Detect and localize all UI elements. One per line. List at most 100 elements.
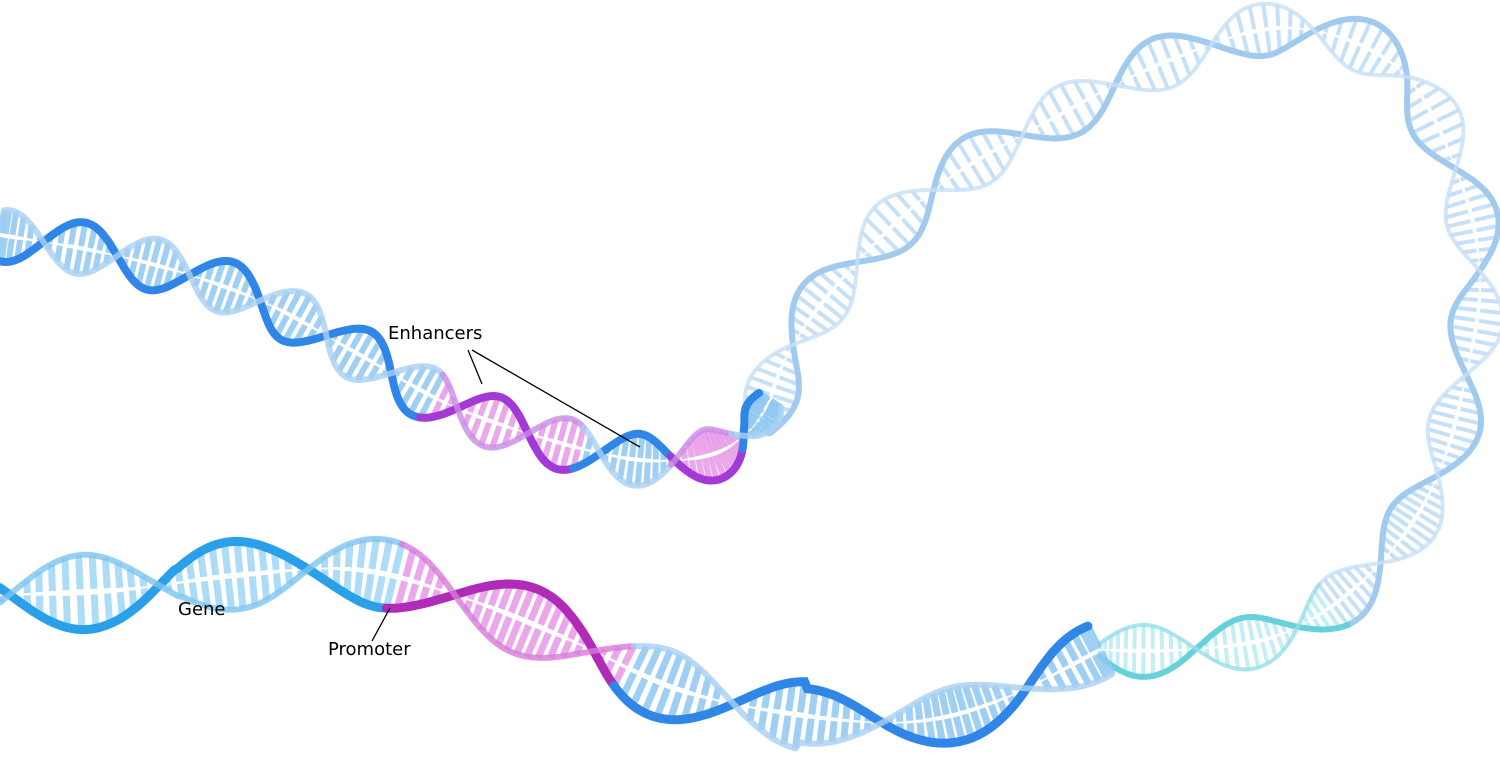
dna-upper-strand-rung <box>478 421 492 447</box>
dna-loop-rung <box>1451 334 1472 343</box>
dna-lower-strand-rung <box>90 594 100 629</box>
dna-loop-rung <box>756 366 777 378</box>
dna-loop-rung <box>1233 646 1241 670</box>
dna-loop-rung <box>808 276 829 295</box>
dna-loop-rung <box>1246 616 1255 641</box>
dna-loop-rung <box>816 309 838 327</box>
dna-lower-strand-rung <box>356 539 367 568</box>
dna-lower-strand-rung <box>922 696 933 719</box>
dna-lower-strand-rung <box>768 713 780 739</box>
dna-lower-strand-rung <box>391 543 406 575</box>
dna-loop-rung <box>1430 96 1452 111</box>
dna-lower-strand-rung <box>546 635 563 659</box>
dna-upper-strand-strand-a-seg-2 <box>569 429 675 473</box>
dna-loop-rung <box>1368 56 1383 76</box>
dna-loop-rung <box>1442 121 1464 135</box>
dna-loop-rung <box>1322 578 1341 600</box>
dna-lower-strand-rung <box>75 555 84 590</box>
dna-loop-rung <box>959 171 975 190</box>
dna-loop-rung <box>1405 532 1426 550</box>
dna-loop-rung <box>1394 545 1409 558</box>
dna-loop-rung <box>1261 3 1269 28</box>
dna-loop-rung <box>981 158 997 181</box>
dna-loop-rung <box>1359 20 1373 44</box>
dna-lower-strand-rung <box>382 577 397 610</box>
dna-lower-strand-rung <box>379 539 394 572</box>
dna-loop-rung <box>1476 329 1500 338</box>
dna-upper-strand-rung <box>82 251 93 275</box>
dna-loop-rung <box>1418 512 1441 529</box>
dna-upper-strand-strand-a-seg-0 <box>0 218 425 422</box>
dna-loop-rung <box>1443 393 1460 401</box>
dna-loop-rung <box>1395 498 1418 515</box>
dna-lower-strand-rung <box>523 627 542 658</box>
dna-loop-rung <box>1275 4 1281 27</box>
dna-upper-strand-strand-b-seg-0 <box>1 207 446 384</box>
dna-lower-strand-rung <box>527 590 547 622</box>
dna-upper-strand-rung <box>213 287 228 313</box>
dna-loop-rung <box>1436 401 1458 410</box>
dna-lower-strand-rung <box>345 543 354 568</box>
dna-loop-rung <box>1384 517 1405 535</box>
dna-loop-rung <box>1276 635 1286 651</box>
dna-lower-strand-rung <box>1091 653 1110 679</box>
dna-loop-rung <box>1288 10 1293 27</box>
dna-loop-rung <box>1346 595 1365 617</box>
dna-loop-rung <box>1060 114 1076 137</box>
dna-loop-rung <box>1407 108 1429 123</box>
dna-loop-rung <box>1426 498 1444 511</box>
dna-lower-strand-rung <box>677 659 694 689</box>
dna-loop-rung <box>1347 18 1359 40</box>
dna-lower-strand-rung <box>208 545 220 576</box>
dna-loop-rung <box>1391 504 1414 521</box>
dna-upper-strand-rung <box>634 461 643 486</box>
dna-loop-rung <box>1400 539 1418 554</box>
dna-lower-strand-rung <box>785 681 797 712</box>
dna-upper-strand-rung <box>411 364 428 386</box>
dna-lower-strand-rung <box>953 685 967 712</box>
dna-upper-strand-rung <box>150 238 163 264</box>
dna-loop-rung <box>1326 609 1342 629</box>
gene-label: Gene <box>178 599 226 620</box>
dna-upper-strand-rung <box>700 429 713 454</box>
dna-upper-strand-strand-b-seg-2 <box>580 424 675 489</box>
dna-loop-rung <box>829 294 850 312</box>
dna-loop-rung <box>1414 519 1437 537</box>
dna-loop-rung <box>1450 324 1474 333</box>
dna-loop-rung <box>1436 108 1460 123</box>
dna-lower-strand-rung <box>970 683 985 707</box>
dna-lower-strand-rung <box>372 575 386 608</box>
dna-loop-rung <box>1084 101 1098 122</box>
dna-loop-rung <box>1455 425 1480 436</box>
dna-loop-rung <box>1410 526 1432 544</box>
dna-upper-strand-rung <box>557 417 570 442</box>
dna-loop-rung <box>1451 314 1476 323</box>
dna-lower-strand-rung <box>629 677 649 708</box>
dna-upper-strand-rung <box>0 209 8 234</box>
dna-lower-strand-rung <box>534 631 552 660</box>
dna-loop-rung <box>1459 406 1481 416</box>
dna-loop-rung <box>872 206 892 227</box>
dna-loop-rung <box>1480 298 1500 304</box>
dna-loop-rung <box>1445 199 1466 210</box>
dna-upper-strand-rung <box>695 431 707 456</box>
dna-lower-strand-rung <box>200 580 212 607</box>
dna-loop-rung <box>842 277 856 291</box>
dna-loop-rung <box>882 198 902 218</box>
dna-loop-rung <box>1038 100 1051 120</box>
dna-lower-strand-rung <box>537 595 556 626</box>
dna-lower-strand-strand-a-seg-1 <box>381 579 619 691</box>
dna-loop-rung <box>1235 12 1245 34</box>
dna-lower-strand-rung <box>513 623 532 656</box>
dna-upper-strand-rung <box>2 209 13 235</box>
dna-loop-rung <box>1223 647 1230 667</box>
dna-upper-strand-strand-a-seg-1 <box>416 391 577 474</box>
dna-lower-strand-rung <box>816 719 827 745</box>
dna-loop-rung <box>1447 188 1464 198</box>
dna-lower-strand-strand-b-seg-2 <box>630 643 1116 752</box>
dna-lower-strand-rung <box>362 573 375 605</box>
dna-loop-rung <box>1427 427 1451 438</box>
dna-loop-rung <box>1428 418 1453 429</box>
dna-lower-strand-rung <box>688 667 703 693</box>
dna-loop-rung <box>891 226 912 247</box>
